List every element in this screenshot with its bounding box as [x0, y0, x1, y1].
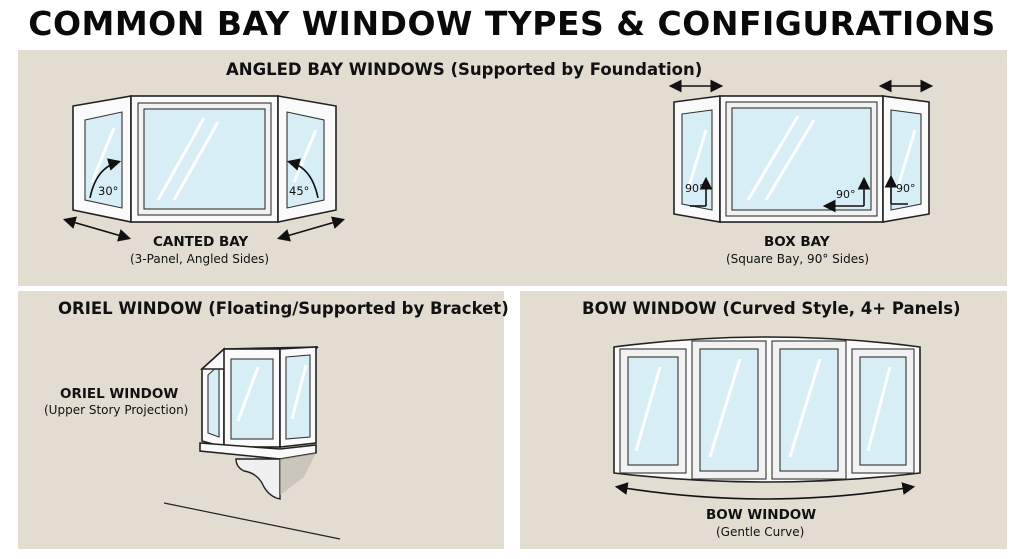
- box-bay-sub: (Square Bay, 90° Sides): [726, 252, 870, 266]
- oriel-window-panel: ORIEL WINDOW (Floating/Supported by Brac…: [18, 291, 509, 549]
- angled-bay-heading: ANGLED BAY WINDOWS (Supported by Foundat…: [226, 60, 703, 79]
- box-angle-center: 90°: [836, 188, 856, 201]
- box-angle-left: 90°: [685, 182, 705, 195]
- bow-curve-arrow: [614, 482, 916, 500]
- oriel-label: ORIEL WINDOW: [60, 386, 179, 402]
- bow-label: BOW WINDOW: [706, 507, 817, 523]
- bow-window-panel: BOW WINDOW (Curved Style, 4+ Panels) BOW…: [520, 291, 1007, 549]
- box-bay-label: BOX BAY: [764, 234, 830, 250]
- oriel-ground-line: [163, 502, 341, 540]
- bow-panel-3: [771, 340, 847, 480]
- bow-sub: (Gentle Curve): [716, 525, 805, 539]
- box-angle-right: 90°: [896, 182, 916, 195]
- bow-panel-4: [851, 348, 915, 474]
- oriel-sub: (Upper Story Projection): [44, 403, 189, 417]
- canted-bay-label: CANTED BAY: [153, 234, 249, 250]
- box-center-glass: [731, 107, 872, 211]
- canted-center-glass: [143, 108, 266, 210]
- oriel-heading: ORIEL WINDOW (Floating/Supported by Brac…: [58, 299, 509, 318]
- oriel-front-glass: [230, 358, 274, 440]
- oriel-bracket: [235, 458, 281, 500]
- bow-panel-1: [619, 348, 687, 474]
- oriel-illustration: [163, 346, 341, 540]
- page-title: COMMON BAY WINDOW TYPES & CONFIGURATIONS: [28, 4, 996, 43]
- bow-illustration: [613, 336, 921, 500]
- bow-panel-2: [691, 340, 767, 480]
- angled-bay-panel: ANGLED BAY WINDOWS (Supported by Foundat…: [18, 50, 1007, 286]
- canted-bay-illustration: [62, 79, 934, 242]
- bow-heading: BOW WINDOW (Curved Style, 4+ Panels): [582, 299, 961, 318]
- canted-angle-right: 45°: [289, 184, 310, 198]
- canted-angle-left: 30°: [98, 184, 119, 198]
- canted-bay-sub: (3-Panel, Angled Sides): [130, 252, 270, 266]
